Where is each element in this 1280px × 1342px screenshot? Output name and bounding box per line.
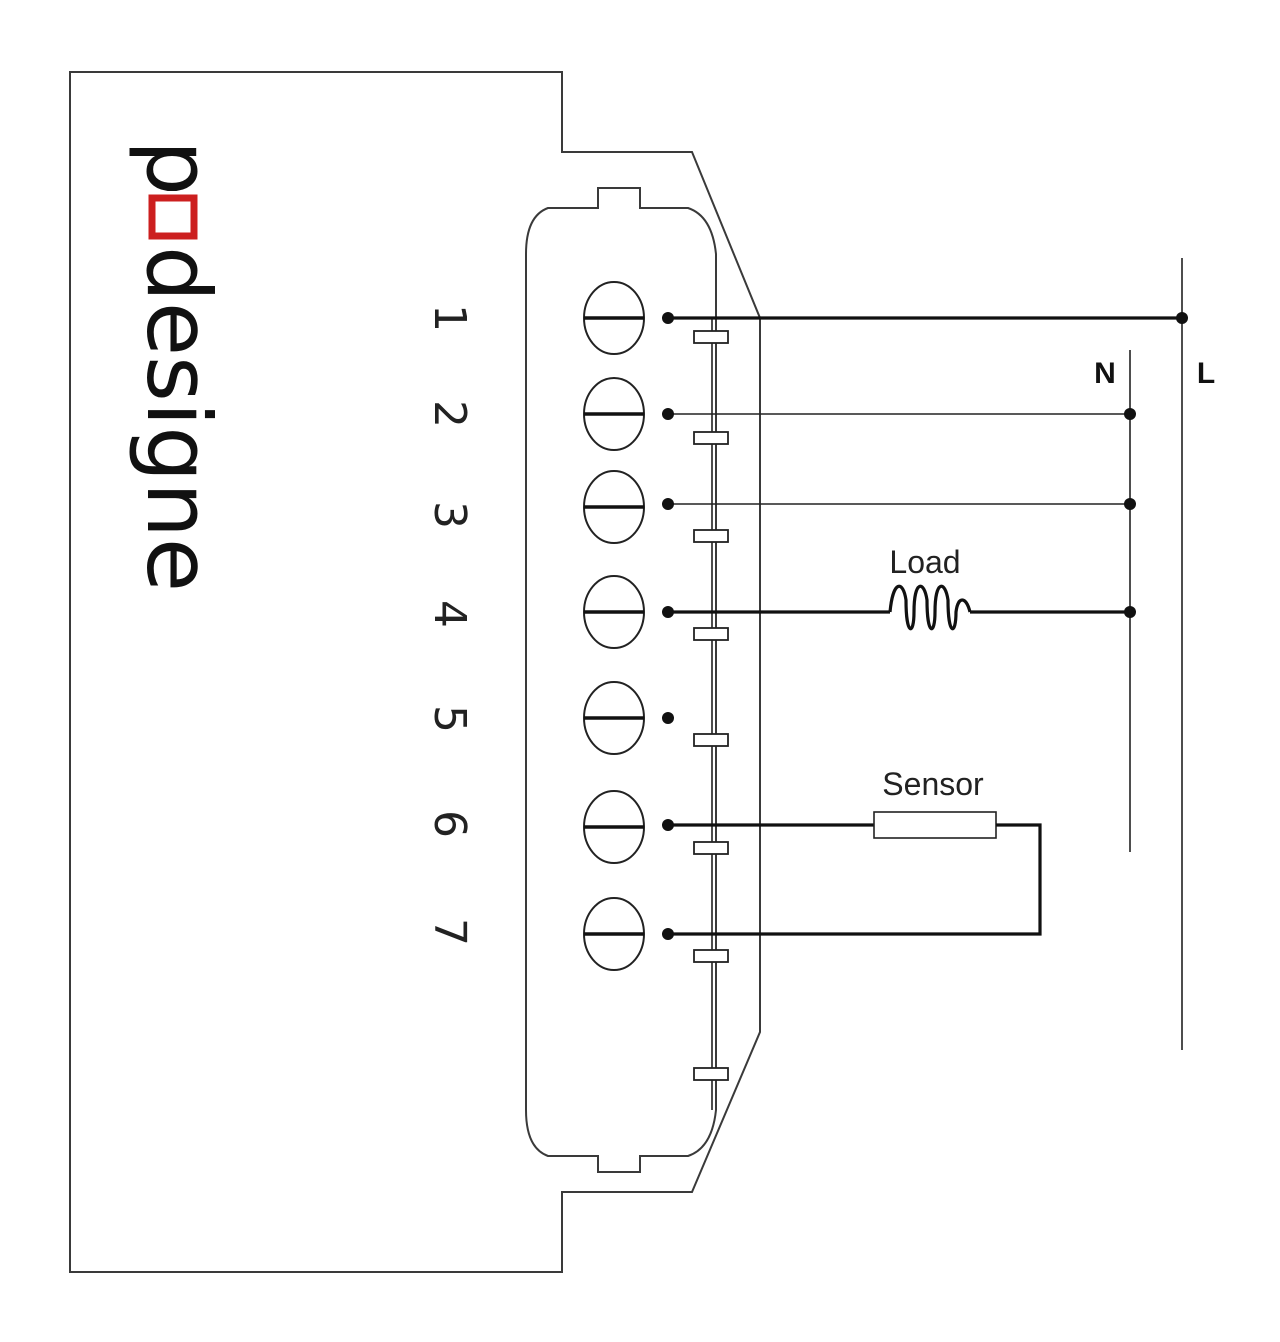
brand-mark-icon — [148, 194, 198, 240]
brand-suffix: designe — [127, 246, 230, 592]
terminal-dot-7 — [662, 928, 674, 940]
rail-clip-5 — [693, 733, 729, 747]
terminal-dots — [662, 312, 1188, 940]
load-coil — [888, 584, 972, 631]
junction-live-1 — [1176, 312, 1188, 324]
live-label: L — [1197, 357, 1215, 390]
rail-clip-3 — [693, 529, 729, 543]
terminal-number-4: 4 — [424, 600, 475, 628]
rail-clips — [693, 330, 729, 1081]
rail-clip-1 — [693, 330, 729, 344]
rail-clip-2 — [693, 431, 729, 445]
terminal-number-5: 5 — [424, 705, 475, 733]
sensor-element — [873, 811, 997, 839]
rail-clip-4 — [693, 627, 729, 641]
sensor-label: Sensor — [882, 766, 984, 802]
load-label: Load — [889, 544, 960, 580]
brand-prefix: p — [127, 140, 230, 196]
terminal-dot-3 — [662, 498, 674, 510]
junction-neutral-2 — [1124, 408, 1136, 420]
terminal-numbers: 1 2 3 4 5 6 7 — [424, 304, 475, 946]
junction-neutral-3 — [1124, 498, 1136, 510]
terminal-number-7: 7 — [424, 918, 475, 946]
neutral-label: N — [1094, 357, 1116, 390]
terminal-dot-5 — [662, 712, 674, 724]
terminal-screws — [583, 281, 645, 971]
wire-sensor-loop — [668, 823, 1042, 936]
terminal-number-3: 3 — [424, 501, 475, 529]
wires — [668, 258, 1183, 1050]
rail-clip-8 — [693, 1067, 729, 1081]
terminal-dot-6 — [662, 819, 674, 831]
brand-logo: p designe — [127, 140, 230, 592]
terminal-number-1: 1 — [424, 304, 475, 332]
terminal-number-6: 6 — [424, 810, 475, 838]
rail-clip-7 — [693, 949, 729, 963]
terminal-dot-1 — [662, 312, 674, 324]
junction-neutral-4 — [1124, 606, 1136, 618]
rail-clip-6 — [693, 841, 729, 855]
device-housing — [69, 71, 761, 1273]
terminal-block — [525, 187, 717, 1173]
terminal-dot-4 — [662, 606, 674, 618]
terminal-dot-2 — [662, 408, 674, 420]
terminal-number-2: 2 — [424, 400, 475, 428]
